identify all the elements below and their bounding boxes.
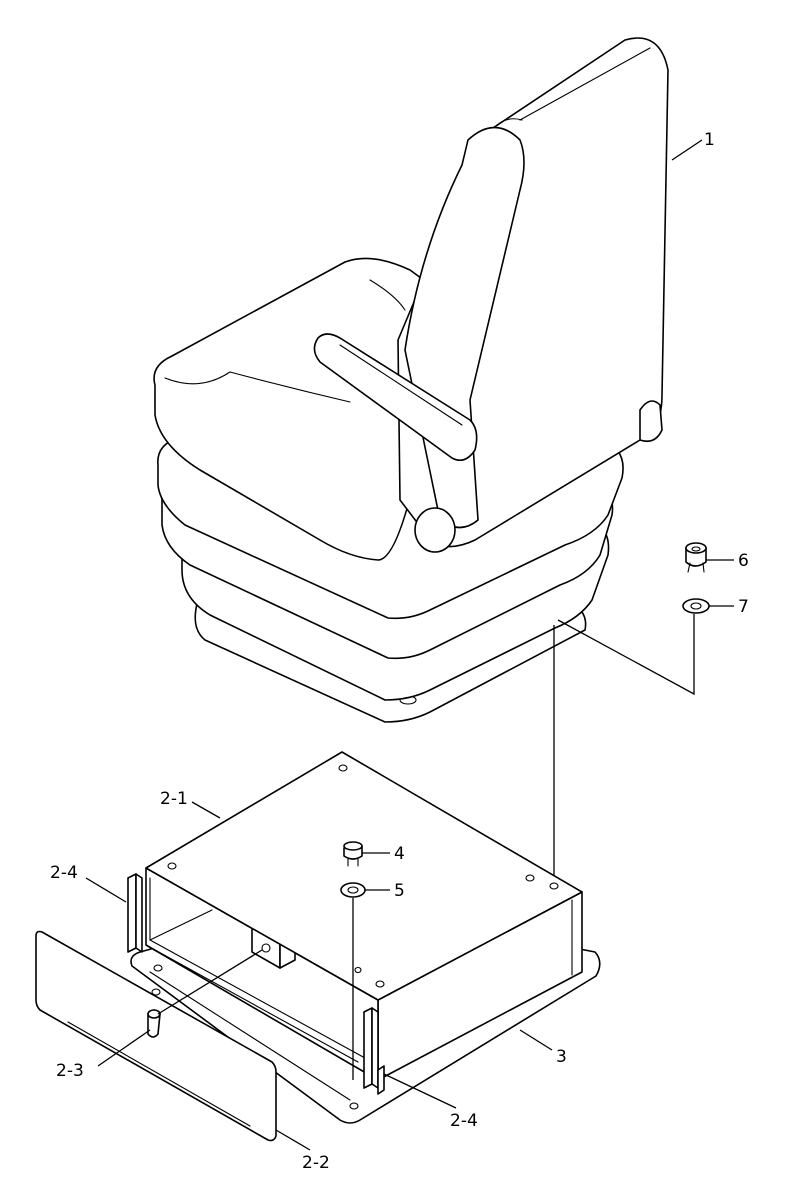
callout-bolt: 4 <box>394 844 405 864</box>
bolt-part <box>343 841 363 867</box>
leader-line-3 <box>519 1029 553 1051</box>
base-plate-hole <box>349 1102 359 1110</box>
callout-box-top: 2-1 <box>160 789 188 809</box>
box-top-hole <box>375 980 385 988</box>
box-bracket-right <box>363 1007 385 1095</box>
armrest-pivot <box>414 507 456 553</box>
leader-line-2-3 <box>97 1029 151 1067</box>
callout-box-bracket-left: 2-4 <box>50 863 78 883</box>
latch-assembly-line <box>157 949 263 1015</box>
leader-line-2-2 <box>275 1129 311 1151</box>
latch-part <box>147 1009 161 1038</box>
base-plate-hole <box>153 964 163 972</box>
box-top-hole <box>549 882 559 890</box>
leader-line-2-4-left <box>85 877 127 903</box>
callout-nut: 6 <box>738 551 749 571</box>
callout-box-bracket-right: 2-4 <box>450 1111 478 1131</box>
box-top-hole <box>167 862 177 870</box>
leader-line-1 <box>671 139 703 161</box>
callout-seat-washer: 7 <box>738 597 749 617</box>
box-top-lid <box>145 751 583 1001</box>
seat-recline-knob <box>639 400 663 443</box>
washer-part <box>340 882 366 898</box>
box-bracket-left <box>127 873 143 953</box>
seat-assembly <box>153 37 669 723</box>
box-top-hole <box>525 874 535 882</box>
box-top-hole <box>338 764 348 772</box>
seat-armrest <box>313 333 478 461</box>
callout-cover-plate: 2-2 <box>302 1153 330 1173</box>
base-plate-hole <box>151 988 161 996</box>
nut-part <box>685 542 707 573</box>
seat-box <box>145 751 583 1081</box>
leader-line-2-4-right <box>383 1073 457 1109</box>
callout-seat: 1 <box>704 130 715 150</box>
box-top-hole <box>354 966 362 974</box>
seat-washer-part <box>682 598 710 614</box>
callout-washer: 5 <box>394 881 405 901</box>
nut-assembly-line <box>557 614 695 696</box>
leader-line-2-1 <box>191 801 221 819</box>
callout-base-plate: 3 <box>556 1047 567 1067</box>
seat-cushion <box>153 257 441 561</box>
callout-latch: 2-3 <box>56 1061 84 1081</box>
